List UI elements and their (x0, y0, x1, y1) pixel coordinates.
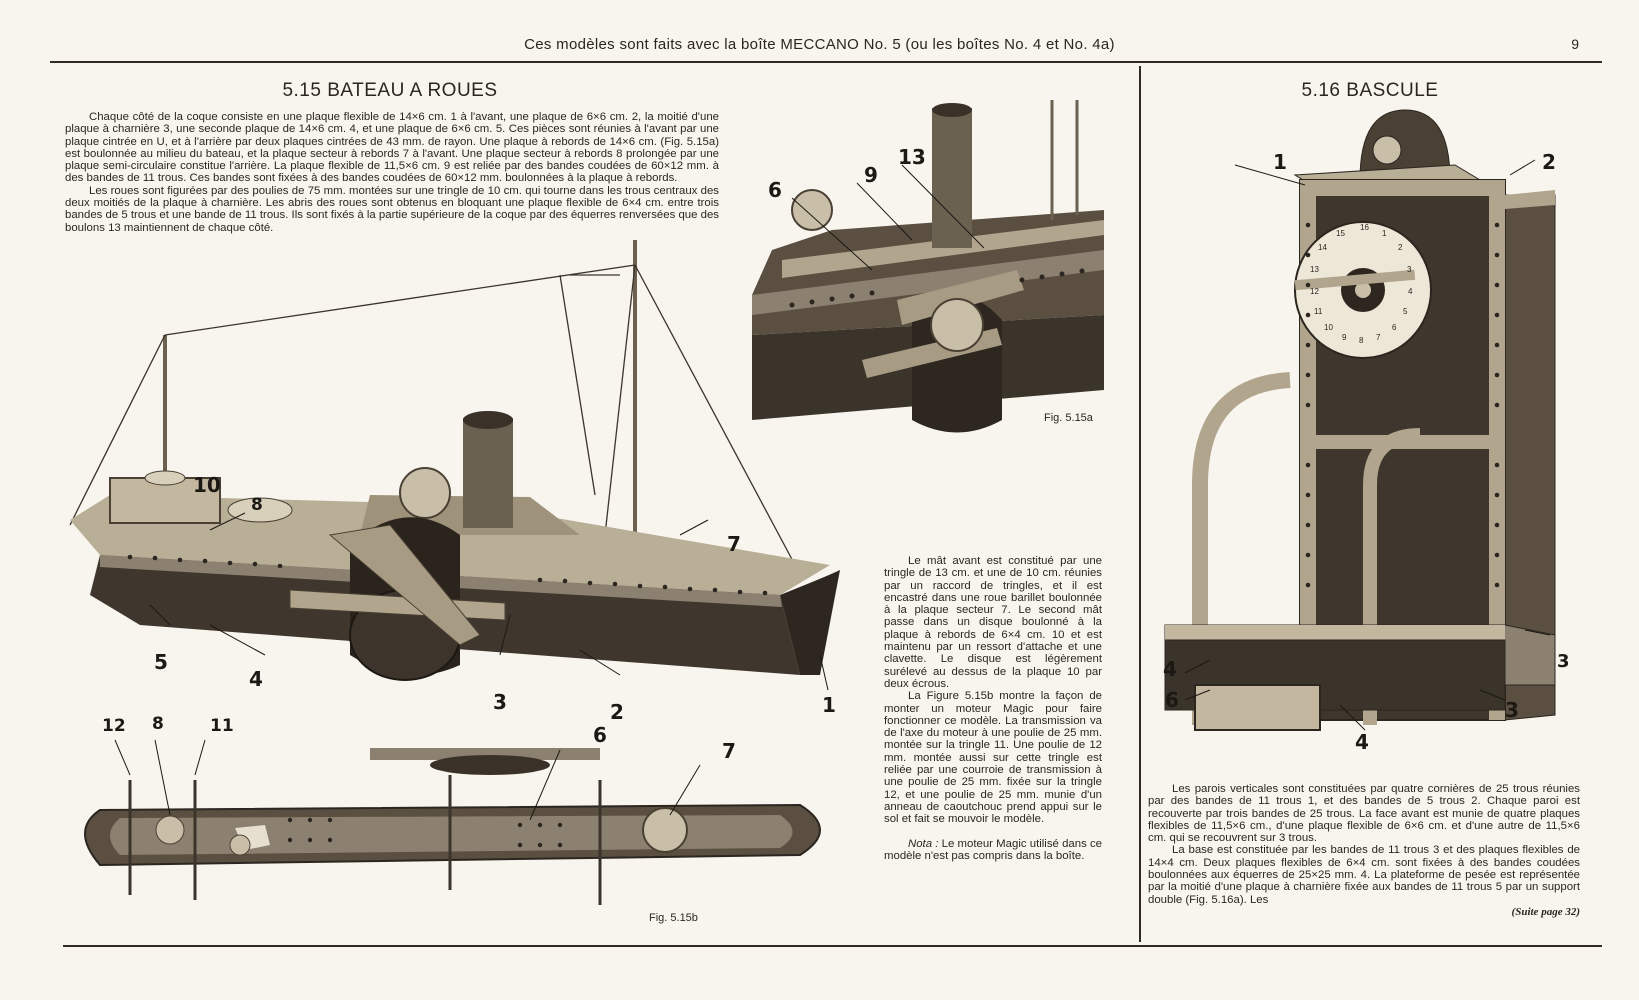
dial-number-5: 5 (1403, 307, 1408, 316)
dial-number-15: 15 (1336, 229, 1345, 238)
figure-5-16-bascule: 16 1 2 3 4 5 6 7 8 9 10 11 12 13 14 15 1… (1155, 105, 1595, 785)
bateau-paragraph-1: Chaque côté de la coque consiste en une … (65, 111, 719, 185)
nota-text: Le moteur Magic utilisé dans ce modèle n… (884, 837, 1103, 862)
bateau-paragraph-2: Les roues sont figurées par des poulies … (65, 184, 719, 234)
bascule-paragraph-2: La base est constituée par les bandes de… (1148, 844, 1580, 906)
dial-number-14: 14 (1318, 243, 1327, 252)
callout-7: 7 (727, 532, 741, 556)
section-title-bascule: 5.16 BASCULE (1301, 80, 1439, 101)
callout-1: 1 (822, 693, 836, 717)
dial-number-12: 12 (1310, 287, 1319, 296)
dial-number-3: 3 (1407, 265, 1412, 274)
top-rule (50, 61, 1602, 63)
fig-5-15b-caption: Fig. 5.15b (649, 912, 698, 924)
running-title: Ces modèles sont faits avec la boîte MEC… (524, 36, 1115, 53)
callout-4: 4 (249, 667, 263, 691)
bottom-rule (63, 945, 1602, 947)
dial-number-7: 7 (1376, 333, 1381, 342)
callout-10: 10 (193, 473, 221, 497)
dial-number-4: 4 (1408, 287, 1413, 296)
figure-5-15a: 6 9 13 Fig. 5.15a (752, 100, 1104, 444)
page-number: 9 (1571, 36, 1579, 52)
dial-number-10: 10 (1324, 323, 1333, 332)
bascule-text: Les parois verticales sont constituées p… (1148, 783, 1580, 918)
dial-number-13: 13 (1310, 265, 1319, 274)
plan-callout-11: 11 (210, 716, 234, 736)
nota-label: Nota : (908, 837, 939, 850)
scale-illustration (1164, 109, 1556, 731)
dial-number-2: 2 (1398, 243, 1403, 252)
callout-13: 13 (898, 145, 926, 169)
callout-3: 3 (493, 690, 507, 714)
callout-6: 6 (768, 178, 782, 202)
dial-numbers: 16 1 2 3 4 5 6 7 8 9 10 11 12 13 14 15 (1270, 195, 1456, 381)
callout-5: 5 (154, 650, 168, 674)
dial-number-1: 1 (1382, 229, 1387, 238)
plan-callout-7: 7 (722, 739, 736, 763)
scale-callout-4-left: 4 (1163, 657, 1177, 681)
scale-callout-6: 6 (1165, 688, 1179, 712)
paddle-wheel-detail-illustration (752, 100, 1104, 444)
section-title-bateau: 5.15 BATEAU A ROUES (282, 80, 498, 101)
dial-number-16: 16 (1360, 223, 1369, 232)
dial-number-6: 6 (1392, 323, 1397, 332)
dial-number-8: 8 (1359, 336, 1364, 345)
callout-9: 9 (864, 163, 878, 187)
scale-callout-4-bottom: 4 (1355, 730, 1369, 754)
scale-callout-3-upper: 3 (1557, 651, 1570, 672)
bascule-paragraph-1: Les parois verticales sont constituées p… (1148, 783, 1580, 845)
plan-callout-8: 8 (152, 714, 164, 734)
nota-paragraph: Nota : Le moteur Magic utilisé dans ce m… (884, 838, 1102, 863)
dial-number-11: 11 (1314, 307, 1323, 316)
figure-paddle-steamer: 10 8 7 5 4 3 2 1 (60, 235, 860, 724)
figure-5-15b: 12 8 11 6 7 Fig. 5.15b (60, 714, 840, 930)
plan-view-illustration (84, 739, 821, 905)
paddle-steamer-illustration (69, 240, 840, 691)
column-divider (1139, 66, 1141, 942)
continued-note: (Suite page 32) (1511, 905, 1580, 918)
plan-callout-6: 6 (593, 723, 607, 747)
mast-paragraph: Le mât avant est constitué par une tring… (884, 555, 1102, 690)
plan-callout-12: 12 (102, 716, 126, 736)
callout-8: 8 (251, 495, 263, 515)
fig-5-15a-caption: Fig. 5.15a (1044, 412, 1093, 424)
bateau-intro-text: Chaque côté de la coque consiste en une … (65, 111, 719, 234)
scale-callout-3-lower: 3 (1505, 698, 1519, 722)
scale-callout-2: 2 (1542, 150, 1556, 174)
motor-paragraph: La Figure 5.15b montre la façon de monte… (884, 690, 1102, 826)
bateau-column-text: Le mât avant est constitué par une tring… (884, 555, 1102, 862)
running-header: Ces modèles sont faits avec la boîte MEC… (0, 32, 1639, 62)
dial-number-9: 9 (1342, 333, 1347, 342)
callout-2: 2 (610, 700, 624, 724)
scale-callout-1: 1 (1273, 150, 1287, 174)
